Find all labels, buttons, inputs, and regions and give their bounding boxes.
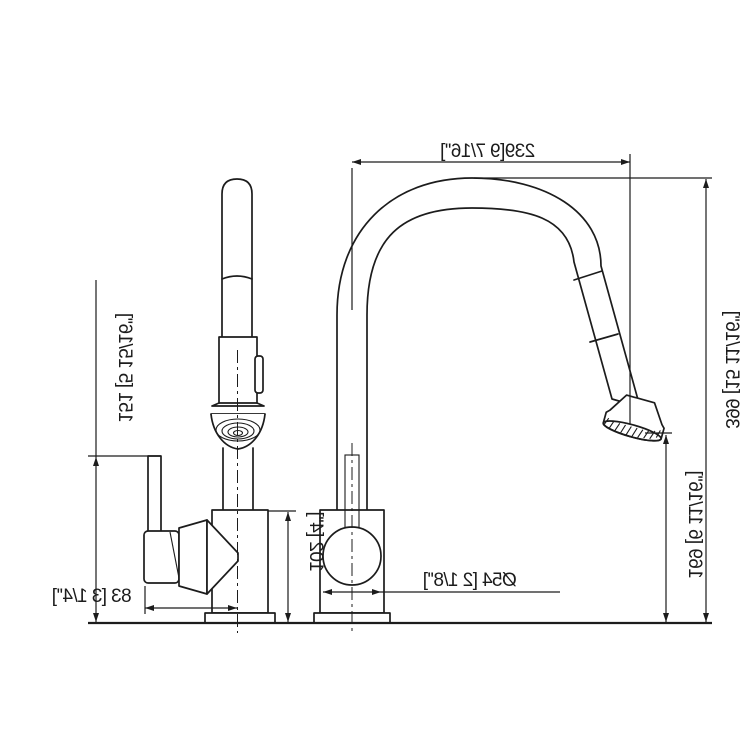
spray-head-rim [602,420,663,442]
left-riser-tube [222,447,254,511]
arrow-169-bottom [663,613,669,622]
gooseneck-spout [336,177,641,510]
handle-block-edge [169,531,180,579]
left-tube-joint-line [221,275,253,280]
arrow-83-right [228,605,237,611]
spout-joint-line-1 [573,270,603,281]
dimension-label-handle-top-height: 151 [5 15/16''] [114,313,135,422]
left-spout-tube [221,178,253,337]
handle-block [143,530,180,584]
handle-connector [178,519,208,595]
dimension-label-base-diameter: Ø54 [2 1/8''] [423,570,516,591]
arrow-102-bottom [285,613,291,622]
dimension-label-body-height: 102 [4''] [305,512,326,572]
arrow-151-top [93,457,99,466]
arrow-54-right [372,589,381,595]
dimension-label-outlet-height: 169 [6 11/16''] [684,471,705,579]
arrow-83-left [145,605,154,611]
arrow-151-bottom [93,613,99,622]
arrow-399-bottom [703,613,709,622]
arrow-169-top [663,435,669,444]
left-spray-clip [254,355,264,394]
arrow-102-top [285,512,291,521]
dimension-annotations: 239[9 7/16''] 399 [15 11/16''] 169 [6 11… [52,141,742,625]
handle-lever [147,455,162,533]
left-view-faucet [143,178,276,633]
right-spray-head [602,394,665,442]
dimension-label-overall-height: 399 [15 11/16''] [721,311,742,429]
dimension-label-spout-reach: 239[9 7/16''] [441,141,536,162]
spout-joint-line-2 [589,333,619,343]
arrow-399-top [703,179,709,188]
arrow-239-right [621,159,630,165]
arrow-239-left [352,159,361,165]
dimension-label-handle-offset: 83 [3 1/4''] [52,586,131,607]
right-view-faucet [313,177,665,633]
left-head-flange [210,402,266,415]
spray-head-hatch [603,417,661,440]
left-base-flange [204,612,276,624]
arrow-54-left [323,589,332,595]
